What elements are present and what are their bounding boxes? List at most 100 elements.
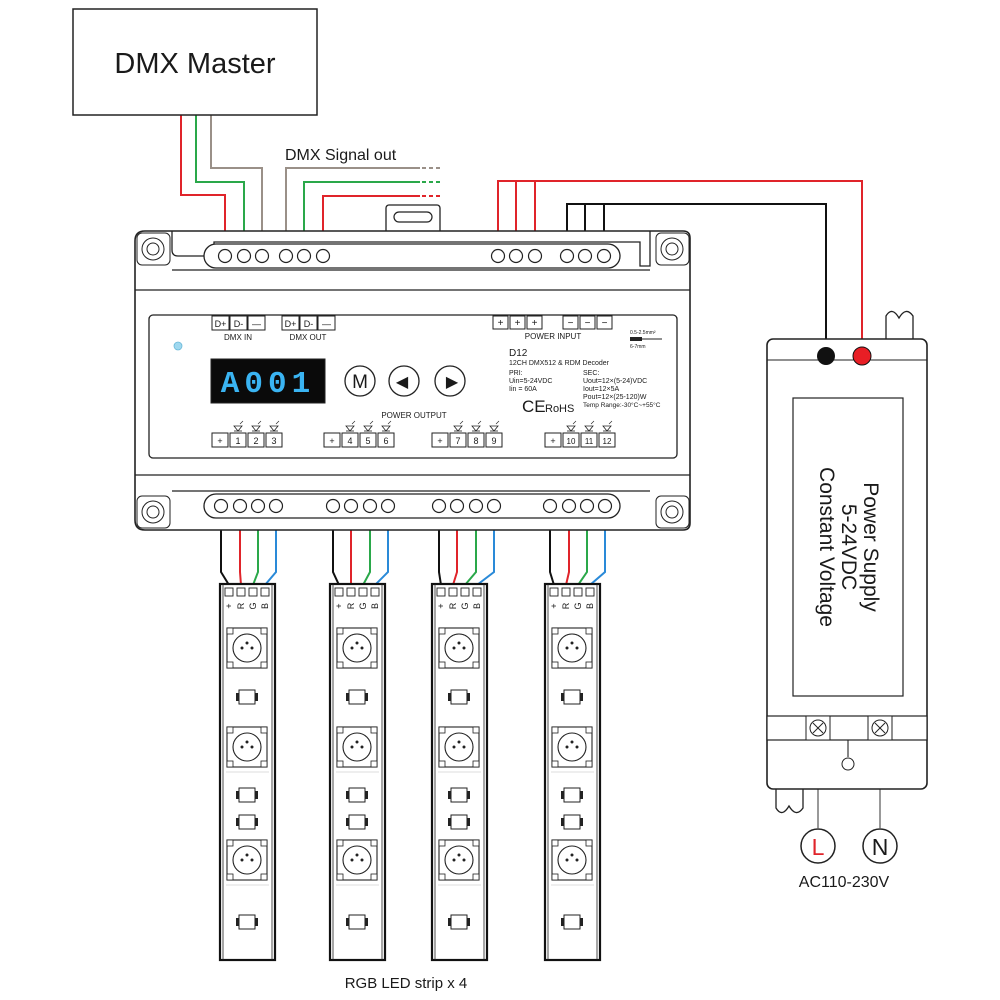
strip-pad (358, 587, 368, 597)
sec-line-2: Iout=12×5A (583, 386, 620, 393)
strip-pad (236, 587, 246, 597)
mounting-hole-tr (655, 232, 690, 266)
smd-led-icon (226, 726, 268, 768)
output-channel-11: 11 (585, 437, 594, 446)
top-screw-2 (236, 248, 252, 264)
resistor-icon (346, 787, 368, 803)
output-channel-4: 4 (347, 436, 352, 446)
pri-line-1: Uin=5-24VDC (509, 378, 552, 385)
output-channel-2: 2 (253, 436, 258, 446)
bottom-screw-15 (579, 498, 595, 514)
sec-line-4: Temp Range:-30°C~+55°C (583, 401, 661, 409)
model-description: 12CH DMX512 & RDM Decoder (509, 360, 610, 367)
strip-pin-label: B (260, 603, 270, 609)
strip-pin-label: B (472, 603, 482, 609)
power-wire-red (497, 180, 863, 350)
power-input-label: POWER INPUT (525, 332, 582, 341)
output-channel-8: 8 (473, 436, 478, 446)
strip-pad (573, 587, 583, 597)
next-button-icon: ▶ (446, 374, 459, 391)
mounting-hole-bl (136, 495, 171, 529)
dmx-in-wire-red (180, 114, 226, 254)
resistor-icon (561, 787, 583, 803)
top-screw-1 (217, 248, 233, 264)
sec-line-1: Uout=12×(5-24)VDC (583, 378, 647, 385)
led-symbol-icon (233, 420, 244, 432)
smd-led-icon (438, 627, 480, 669)
wire-spec-icon: 0.5-2.5mm² 6-7mm (630, 330, 662, 350)
next-button[interactable]: ▶ (434, 365, 466, 397)
strip-length-label: 6-7mm (630, 344, 646, 350)
strip-pin-label: R (236, 602, 246, 609)
sec-line-3: Pout=12×(25-120)W (583, 394, 647, 401)
psu-ac-screw-n (867, 715, 893, 741)
bottom-screw-2 (232, 498, 248, 514)
dmx-out-pin-dplus: D+ (285, 319, 297, 329)
resistor-icon (346, 914, 368, 930)
psu-title-line-3: Constant Voltage (815, 467, 838, 627)
resistor-icon (448, 787, 470, 803)
bottom-screw-3 (250, 498, 266, 514)
output-channel-9: 9 (491, 436, 496, 446)
output-channel-12: 12 (603, 437, 612, 446)
wire-gauge-label: 0.5-2.5mm² (630, 330, 656, 336)
ac-terminal-n: N (862, 828, 898, 864)
power-pin-plus-3: + (532, 318, 538, 329)
bottom-screw-8 (380, 498, 396, 514)
power-pin-minus-2: − (585, 318, 591, 329)
dmx-master: DMX Master (72, 8, 318, 116)
strip-pin-label: R (448, 602, 458, 609)
power-supply: Power Supply 5-24VDC Constant Voltage (766, 310, 928, 814)
dmx-in-label: DMX IN (224, 333, 252, 342)
top-screw-11 (577, 248, 593, 264)
led-symbol-icon (251, 420, 262, 432)
resistor-icon (448, 689, 470, 705)
bottom-screw-9 (431, 498, 447, 514)
mode-button[interactable]: M (344, 365, 376, 397)
strip-caption: RGB LED strip x 4 (345, 975, 468, 992)
resistor-icon (448, 814, 470, 830)
dmx-master-label: DMX Master (114, 48, 275, 80)
strip-pad (224, 587, 234, 597)
bottom-screw-10 (449, 498, 465, 514)
dmx-in-pins: D+ D- — DMX IN (211, 315, 266, 342)
strip-pad (472, 587, 482, 597)
prev-button[interactable]: ◀ (388, 365, 420, 397)
mounting-hole-br (655, 495, 690, 529)
decoder-unit: D+ D- — DMX IN D+ D- — DMX OUT A001 M ◀ (134, 204, 691, 531)
pri-line-2: Iin = 60A (509, 386, 537, 393)
top-screw-terminals (217, 248, 612, 264)
ac-terminal-l: L (800, 828, 836, 864)
smd-led-icon (551, 839, 593, 881)
led-symbol-icon (363, 420, 374, 432)
resistor-icon (561, 914, 583, 930)
ce-mark: CE (522, 397, 546, 416)
led-symbol-icon (489, 420, 500, 432)
strip-pad (248, 587, 258, 597)
resistor-icon (561, 814, 583, 830)
resistor-icon (236, 914, 258, 930)
strip-pad (561, 587, 571, 597)
bottom-screw-terminals (213, 498, 613, 514)
ac-voltage-label: AC110-230V (799, 874, 890, 891)
smd-led-icon (438, 839, 480, 881)
dmx-in-pin-dplus: D+ (215, 319, 227, 329)
dmx-out-pin-dminus: D- (304, 319, 314, 329)
strip-pad (334, 587, 344, 597)
led-symbol-icon (381, 420, 392, 432)
psu-dc-positive (852, 346, 872, 366)
power-pin-plus-2: + (515, 318, 521, 329)
strip-pin-label: G (460, 602, 470, 609)
output-channel-5: 5 (365, 436, 370, 446)
top-screw-8 (508, 248, 524, 264)
strip-pin-label: + (224, 603, 234, 608)
smd-led-icon (226, 839, 268, 881)
led-symbol-icon (453, 420, 464, 432)
smd-led-icon (226, 627, 268, 669)
led-symbol-icon (566, 420, 577, 432)
